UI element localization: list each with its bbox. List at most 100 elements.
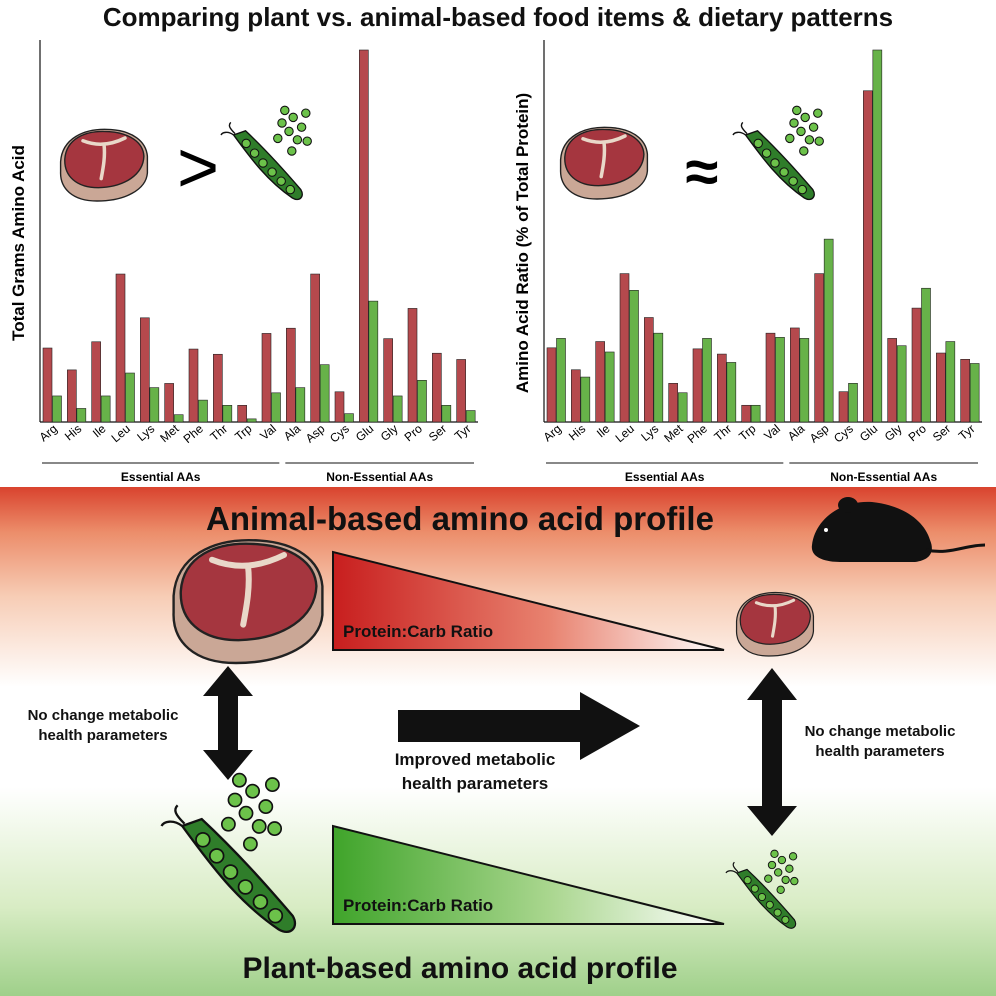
bar-asp-plant	[319, 364, 330, 423]
bar-val-animal	[765, 332, 776, 423]
bar-tyr-plant	[969, 363, 980, 423]
plant-ratio-label: Protein:Carb Ratio	[343, 896, 494, 915]
animal-protein-carb-triangle	[332, 550, 725, 651]
bar-thr-plant	[222, 405, 233, 423]
group-label: Non-Essential AAs	[326, 470, 433, 484]
group-label: Non-Essential AAs	[830, 470, 937, 484]
small-pea-pod-icon	[725, 861, 797, 929]
small-peas-icon	[764, 849, 799, 894]
small-steak-icon	[734, 590, 815, 658]
bar-his-animal	[67, 369, 77, 423]
group-label: Essential AAs	[121, 470, 201, 484]
bar-met-plant	[173, 414, 184, 423]
bar-leu-animal	[619, 273, 630, 423]
group-label: Essential AAs	[625, 470, 705, 484]
bar-cys-plant	[344, 413, 354, 423]
bar-arg-animal	[42, 347, 53, 423]
large-peas-icon	[220, 772, 283, 852]
bar-phe-animal	[188, 348, 199, 423]
bar-lys-plant	[653, 332, 664, 423]
bar-his-plant	[580, 376, 591, 423]
bar-glu-animal	[863, 90, 873, 423]
bar-lys-animal	[140, 317, 150, 423]
bar-arg-plant	[52, 395, 62, 423]
bar-trp-plant	[750, 404, 761, 423]
left-no-change-note: No change metabolic health parameters	[27, 707, 179, 744]
improved-health-note: Improved metabolic health parameters	[394, 750, 556, 793]
bar-gly-animal	[887, 338, 897, 423]
bar-cys-animal	[334, 391, 345, 423]
bar-pro-animal	[911, 307, 922, 423]
plant-protein-carb-triangle	[332, 824, 725, 925]
bar-glu-animal	[359, 49, 369, 423]
large-steak-icon	[174, 540, 323, 663]
mouse-icon	[811, 497, 986, 562]
figure-title: Comparing plant vs. animal-based food it…	[102, 2, 894, 32]
bar-met-animal	[164, 383, 174, 423]
animal-profile-title: Animal-based amino acid profile	[206, 500, 714, 537]
bar-trp-animal	[741, 404, 751, 423]
bar-arg-plant	[556, 338, 566, 423]
bar-lys-plant	[149, 387, 160, 423]
bar-thr-plant	[726, 362, 737, 423]
bar-ser-animal	[936, 352, 946, 423]
bar-ile-animal	[91, 341, 101, 423]
bar-gly-plant	[392, 395, 403, 423]
bar-ser-plant	[945, 341, 956, 423]
bar-tyr-animal	[960, 359, 970, 423]
bar-pro-plant	[417, 380, 427, 423]
bar-ile-animal	[595, 341, 605, 423]
bar-phe-animal	[692, 348, 703, 423]
bar-ala-plant	[799, 338, 810, 423]
bar-met-plant	[677, 392, 688, 423]
bar-ser-animal	[432, 352, 442, 423]
right-double-arrow	[747, 668, 797, 836]
bar-phe-plant	[198, 399, 208, 423]
bar-gly-plant	[896, 345, 907, 423]
bar-tyr-animal	[456, 359, 466, 423]
bar-cys-plant	[848, 383, 858, 423]
bar-leu-plant	[629, 290, 639, 423]
bar-thr-animal	[717, 353, 727, 423]
bar-asp-animal	[814, 273, 824, 423]
bar-val-plant	[271, 392, 281, 423]
bar-trp-animal	[237, 405, 247, 423]
bar-ala-plant	[295, 387, 306, 423]
bar-phe-plant	[702, 338, 712, 423]
y-axis-label: Amino Acid Ratio (% of Total Protein)	[513, 93, 532, 393]
bar-cys-animal	[838, 391, 849, 423]
animal-ratio-label: Protein:Carb Ratio	[343, 622, 494, 641]
bar-pro-animal	[407, 308, 418, 423]
left-double-arrow	[203, 666, 253, 780]
y-axis-label: Total Grams Amino Acid	[9, 145, 28, 341]
bar-ser-plant	[441, 405, 452, 423]
bar-arg-animal	[546, 347, 557, 423]
bar-his-animal	[571, 369, 581, 423]
right-no-change-note: No change metabolic health parameters	[804, 723, 956, 760]
bar-met-animal	[668, 383, 678, 423]
bar-gly-animal	[383, 338, 393, 423]
bar-pro-plant	[921, 287, 931, 423]
bar-val-animal	[261, 333, 272, 423]
bar-ile-plant	[100, 395, 111, 423]
bar-leu-animal	[115, 273, 126, 423]
bar-lys-animal	[644, 317, 654, 423]
improvement-arrow	[398, 692, 640, 760]
bar-asp-animal	[310, 273, 320, 423]
bar-thr-animal	[213, 353, 223, 423]
bar-his-plant	[76, 408, 87, 423]
bar-asp-plant	[823, 238, 834, 423]
bar-glu-plant	[368, 300, 379, 423]
bar-glu-plant	[872, 49, 883, 423]
bar-leu-plant	[125, 372, 135, 423]
plant-profile-title: Plant-based amino acid profile	[242, 952, 678, 985]
comparison-symbol: ≈	[686, 138, 719, 205]
bar-ala-animal	[286, 327, 296, 423]
bar-ile-plant	[604, 351, 615, 423]
bar-trp-plant	[246, 418, 257, 423]
bar-ala-animal	[790, 327, 800, 423]
